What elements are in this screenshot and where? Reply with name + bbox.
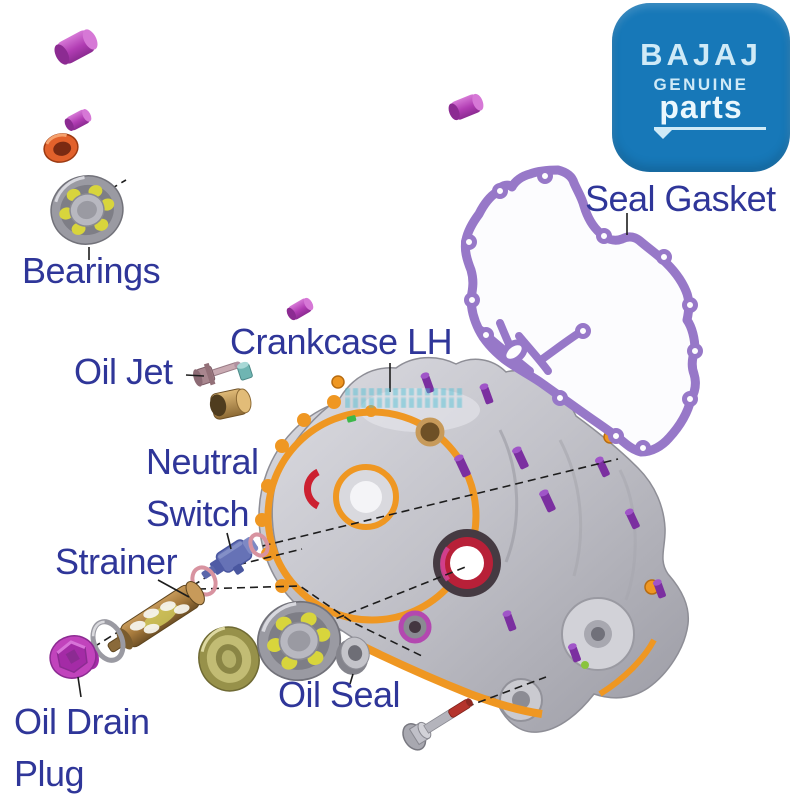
bajaj-genuine-parts-logo: BAJAJ GENUINE parts (612, 3, 790, 172)
ball-bearing-lower (256, 600, 342, 682)
tan-bushing (209, 388, 252, 420)
logo-genuine-text: GENUINE (653, 75, 749, 94)
logo-underline (654, 127, 766, 130)
gasket-holes (461, 168, 703, 456)
logo-arrow-icon (654, 130, 672, 139)
gasket-rim-tabs (255, 395, 377, 619)
o-ring-pink-upper (248, 532, 270, 558)
neutral-switch (201, 536, 259, 579)
oil-jet-nozzle (193, 361, 242, 387)
dowel-pin-right (448, 93, 484, 121)
orange-bushing (43, 133, 79, 163)
watermark (345, 388, 463, 408)
dowel-pin-large (54, 29, 98, 65)
label-neutral-switch-line1: Neutral (146, 441, 259, 482)
ball-bearing-upper (50, 175, 124, 245)
label-oil-jet: Oil Jet (74, 351, 173, 392)
oil-seal-small (335, 636, 370, 675)
label-crankcase-lh: Crankcase LH (230, 321, 453, 362)
label-oil-drain-line2: Plug (14, 753, 85, 794)
case-bolts (420, 372, 666, 663)
oil-drain-plug (49, 635, 99, 679)
crankcase-lh-part (255, 356, 690, 733)
dowel-pin-mid (286, 297, 314, 321)
logo-brand-text: BAJAJ (640, 37, 762, 72)
label-leaders (77, 213, 628, 698)
label-seal-gasket: Seal Gasket (585, 178, 776, 219)
label-neutral-switch: Neutral Switch (146, 436, 259, 540)
label-oil-drain-plug: Oil Drain Plug (14, 696, 150, 800)
oil-seal-disc (198, 626, 260, 692)
oil-strainer (107, 581, 205, 653)
logo-parts-text: parts (659, 89, 743, 125)
label-strainer: Strainer (55, 541, 178, 582)
label-oil-drain-line1: Oil Drain (14, 701, 150, 742)
label-oil-seal: Oil Seal (278, 674, 401, 715)
sealing-washer (90, 619, 126, 663)
seal-gasket-part (460, 165, 703, 457)
teal-pin (237, 361, 253, 381)
label-bearings: Bearings (22, 250, 161, 291)
dowel-pin-small (64, 109, 92, 131)
label-neutral-switch-line2: Switch (146, 493, 250, 534)
flange-bolt (402, 698, 473, 751)
